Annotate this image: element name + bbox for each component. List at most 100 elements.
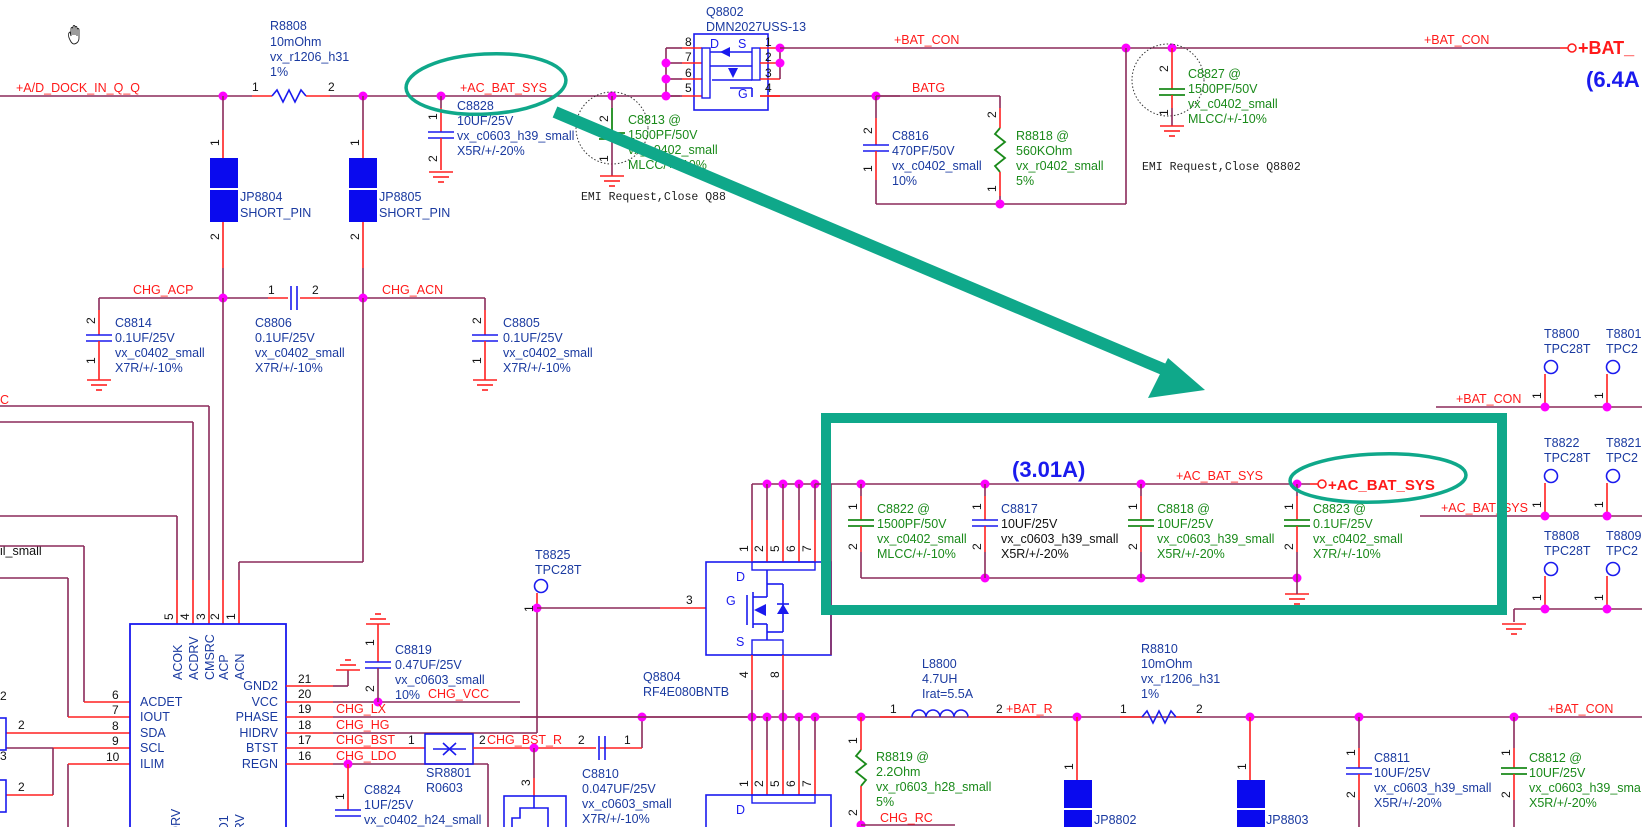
cap-ref: C8818 @ (1157, 502, 1210, 516)
lower-fet-pin1: 1 (737, 780, 751, 787)
net-label-bat-con-1: +BAT_CON (894, 33, 959, 47)
c8828-tol: X5R/+/-20% (457, 144, 525, 158)
current-annotation-top: (6.4A (1586, 67, 1640, 92)
c8819-pkg: vx_c0603_small (395, 673, 485, 687)
c8805-pkg: vx_c0402_small (503, 346, 593, 360)
net-label-chg-bst-r: CHG_BST_R (487, 733, 562, 747)
net-label-bat-con-tp: +BAT_CON (1456, 392, 1521, 406)
ic-pin-20: 20 (298, 687, 312, 701)
t8825-pin1: 1 (522, 605, 536, 612)
net-label-dock-in: +A/D_DOCK_IN_Q_Q (16, 81, 140, 95)
c8819-pin1: 1 (363, 639, 377, 646)
ic-left-pin-num: 10 (106, 750, 120, 764)
offpage-connector-ac-bat-sys[interactable]: +AC_BAT_SYS (1328, 477, 1435, 494)
tp-pin1: 1 (1530, 594, 1544, 601)
c8805-ref: C8805 (503, 316, 540, 330)
c8827: 2 1 C8827 @ 1500PF/50V vx_c0402_small ML… (1131, 43, 1301, 174)
test-points: +BAT_CON +AC_BAT_SYS T8800TPC28T1T8801TP… (1420, 327, 1642, 635)
c8806-pin1: 1 (268, 283, 275, 297)
c8812-pin2: 2 (1499, 791, 1513, 798)
jp8802-pin1: 1 (1062, 763, 1076, 770)
ic-left-pin-name: ILIM (140, 757, 164, 771)
ic-top-pin-num: 4 (178, 613, 192, 620)
tp-pin1: 1 (1592, 594, 1606, 601)
ic-left-pin-num: 9 (112, 734, 119, 748)
q8804-pin8: 8 (768, 671, 782, 678)
net-label-bat-con-2: +BAT_CON (1424, 33, 1489, 47)
cap-pkg: vx_c0603_h39_small (1001, 532, 1118, 546)
sr8801-pin2: 2 (479, 733, 486, 747)
cap-tol: MLCC/+/-10% (877, 547, 956, 561)
lower-fet-pin2: 2 (752, 780, 766, 787)
lower-fet-pin5: 5 (768, 780, 782, 787)
q8802-s: S (738, 37, 746, 51)
cap-pin1: 1 (1282, 503, 1296, 510)
net-label-chg-acp: CHG_ACP (133, 283, 193, 297)
jp8803-ref: JP8803 (1266, 813, 1308, 827)
c8811-tol: X5R/+/-20% (1374, 796, 1442, 810)
q8802-g: G (738, 87, 748, 101)
r8819-pkg: vx_r0603_h28_small (876, 780, 991, 794)
c8828-pin1: 1 (426, 113, 440, 120)
q8804-gate-network: T8825 TPC28T 1 3 2 1 C8810 0.047UF/25V v… (503, 548, 729, 827)
tp-ref: T8800 (1544, 327, 1579, 341)
offpage-connector-bat[interactable]: +BAT_ (1578, 38, 1635, 58)
q8802-pin5: 5 (685, 81, 692, 95)
c8810-pin1: 1 (624, 733, 631, 747)
c8806-value: 0.1UF/25V (255, 331, 315, 345)
c8828-pin2: 2 (426, 155, 440, 162)
r8808-pin2: 2 (328, 80, 335, 94)
c8806-pkg: vx_c0402_small (255, 346, 345, 360)
ic-left-pin-name: ACDET (140, 695, 183, 709)
c8810-value: 0.047UF/25V (582, 782, 656, 796)
net-label-chg-hg: CHG_HG (336, 718, 389, 732)
cap-value: 10UF/25V (1157, 517, 1214, 531)
tp-ref: T8808 (1544, 529, 1579, 543)
jp8805-ref: JP8805 (379, 190, 421, 204)
q8804-d: D (736, 570, 745, 584)
c8805-tol: X7R/+/-10% (503, 361, 571, 375)
q8802-pin7: 7 (685, 50, 692, 64)
acp-acn-network: CHG_ACP CHG_ACN 1 2 C8806 0.1UF/25V vx_c… (84, 283, 593, 391)
tp-ref: T8801 (1606, 327, 1641, 341)
ic-top-pin-num: 5 (162, 613, 176, 620)
r8808-pin1: 1 (252, 80, 259, 94)
r8818-pkg: vx_r0402_small (1016, 159, 1104, 173)
charger-ic-body[interactable] (129, 623, 287, 827)
batg-network: BATG 2 1 C8816 470PF/50V vx_c0402_small … (760, 81, 1126, 209)
cap-pin1: 1 (970, 503, 984, 510)
r8810-pin2: 2 (1196, 702, 1203, 716)
ac-bat-sys-decoupling: (3.01A) +AC_BAT_SYS +AC_BAT_SYS (831, 457, 1435, 605)
c8811-ref: C8811 (1374, 751, 1410, 765)
c8811-pin2: 2 (1344, 791, 1358, 798)
net-label-chg-bst: CHG_BST (336, 733, 395, 747)
c8810-ref: C8810 (582, 767, 619, 781)
cap-pkg: vx_c0402_small (1313, 532, 1403, 546)
c8805-pin2: 2 (470, 317, 484, 324)
q8804-pin4: 4 (737, 671, 751, 678)
q8802: Q8802 DMN2027USS-13 8 7 6 5 1 2 3 4 D S (661, 5, 900, 111)
c8816-pkg: vx_c0402_small (892, 159, 982, 173)
cap-ref: C8822 @ (877, 502, 930, 516)
jp8804-value: SHORT_PIN (240, 206, 311, 220)
cap-tol: X5R/+/-20% (1001, 547, 1069, 561)
ic-top-pin-name: ACN (233, 654, 247, 680)
cap-pin2: 2 (970, 543, 984, 550)
c8827-pkg: vx_c0402_small (1188, 97, 1278, 111)
cap-tol: X5R/+/-20% (1157, 547, 1225, 561)
cap-value: 0.1UF/25V (1313, 517, 1373, 531)
ic-pin-16: 16 (298, 749, 312, 763)
c8816-ref: C8816 (892, 129, 929, 143)
r8808-pkg: vx_r1206_h31 (270, 50, 349, 64)
ic-right-pin-name: VCC (252, 695, 278, 709)
lower-fet-d: D (736, 803, 745, 817)
